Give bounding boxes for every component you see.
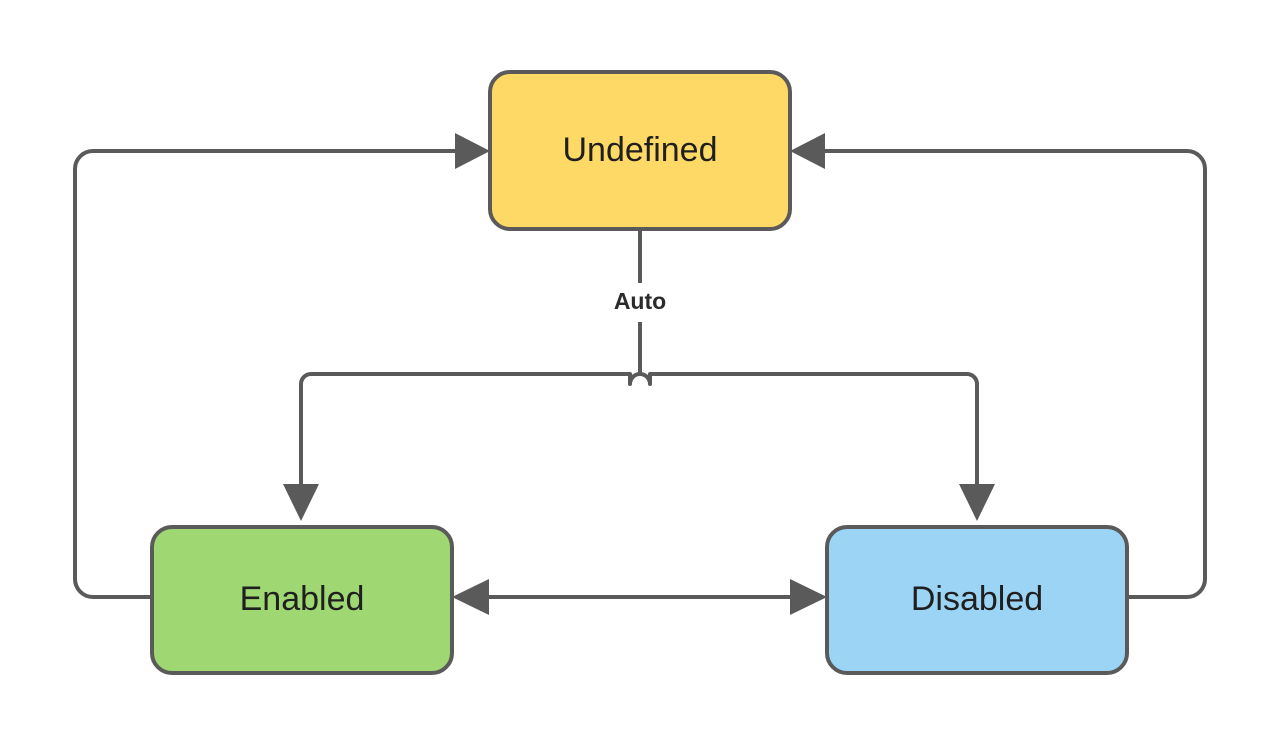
- arrowhead-into-enabled-right: [452, 579, 489, 615]
- state-node-enabled[interactable]: Enabled: [150, 525, 454, 675]
- state-box-undefined: [488, 70, 792, 231]
- edge-enabled-to-undefined[interactable]: [73, 133, 490, 599]
- edge-disabled-to-undefined[interactable]: [790, 133, 1207, 599]
- edge-label-auto-text: Auto: [614, 288, 666, 314]
- state-node-undefined[interactable]: Undefined: [488, 70, 792, 231]
- arrowhead-into-undefined-right: [790, 133, 825, 169]
- arrowhead-into-disabled-top: [959, 484, 995, 521]
- arrowhead-into-enabled-top: [283, 484, 319, 521]
- edge-enabled-to-undefined-line: [73, 149, 466, 599]
- state-box-disabled: [825, 525, 1129, 675]
- state-box-enabled: [150, 525, 454, 675]
- arrowhead-into-disabled-left: [790, 579, 827, 615]
- edge-label-auto-background: [598, 286, 682, 318]
- edge-auto-branch-right: [639, 372, 979, 484]
- edge-disabled-to-undefined-line: [814, 149, 1207, 599]
- state-node-disabled[interactable]: Disabled: [825, 525, 1129, 675]
- edge-label-auto[interactable]: Auto: [598, 286, 682, 318]
- edge-auto-branch-left: [299, 372, 641, 484]
- edge-enabled-disabled-bidirectional[interactable]: [452, 579, 827, 615]
- edge-undefined-to-states-auto[interactable]: [283, 228, 995, 521]
- arrowhead-into-undefined-left: [455, 133, 490, 169]
